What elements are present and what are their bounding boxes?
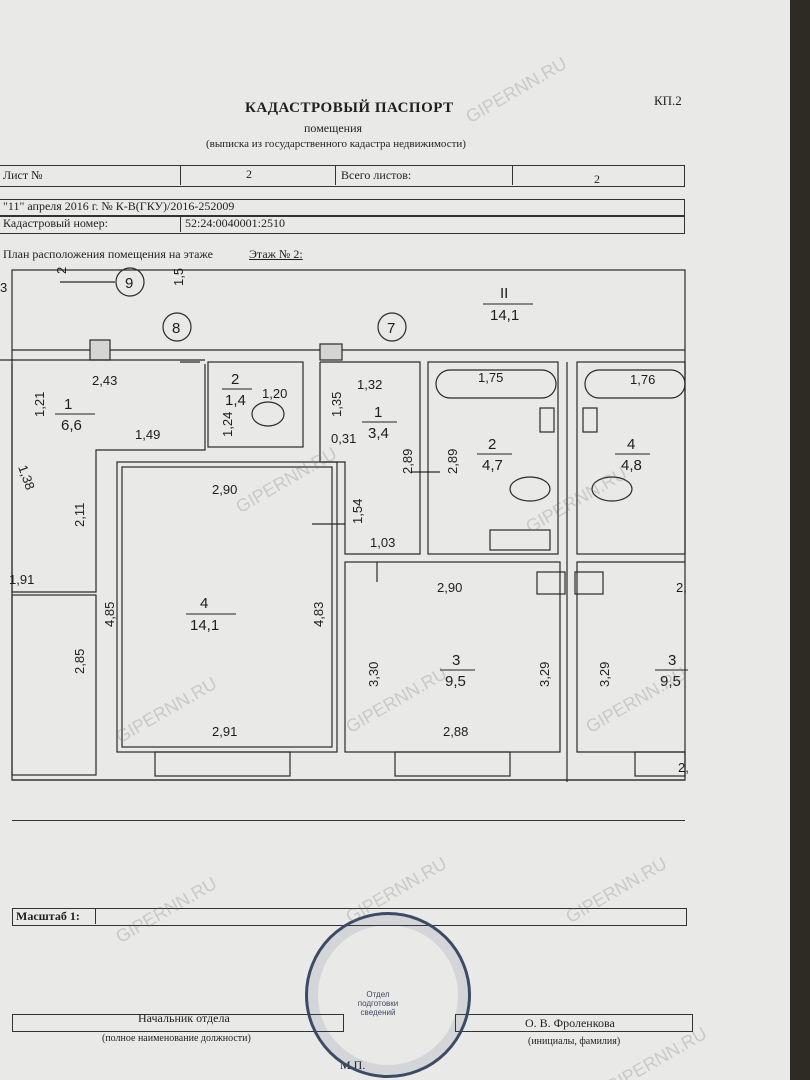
room-number: 3 bbox=[452, 652, 460, 669]
room-area: 4,7 bbox=[482, 457, 503, 474]
dimension: 2,90 bbox=[437, 580, 462, 595]
dimension: 1,03 bbox=[370, 535, 395, 550]
document-title: КАДАСТРОВЫЙ ПАСПОРТ bbox=[245, 100, 454, 116]
dimension: 2 bbox=[54, 267, 69, 274]
floor-plan-drawing: 9 8 7 II 14,1 1 6,6 2 1,4 1 3,4 2 4,7 bbox=[0, 267, 689, 782]
divider bbox=[95, 908, 96, 924]
cadastral-row bbox=[0, 215, 685, 234]
position-caption: (полное наименование должности) bbox=[102, 1033, 251, 1044]
divider bbox=[512, 165, 513, 185]
dimension: 1,24 bbox=[220, 412, 235, 437]
dimension: 1,91 bbox=[9, 572, 34, 587]
position-value: Начальник отдела bbox=[138, 1011, 230, 1025]
official-seal bbox=[305, 912, 471, 1078]
dimension: 2,43 bbox=[92, 373, 117, 388]
room-number: 4 bbox=[200, 595, 208, 612]
dimension: 2,90 bbox=[212, 482, 237, 497]
room-number: 2 bbox=[488, 436, 496, 453]
room-area: 1,4 bbox=[225, 392, 246, 409]
room-number: 3 bbox=[668, 652, 676, 669]
background-edge bbox=[790, 0, 810, 1080]
room-area: 3,4 bbox=[368, 425, 389, 442]
dimension: 1,21 bbox=[32, 392, 47, 417]
dimension: 2,88 bbox=[443, 724, 468, 739]
dimension: 2,85 bbox=[72, 649, 87, 674]
total-sheets-label: Всего листов: bbox=[341, 168, 412, 182]
dimension: 4,83 bbox=[311, 602, 326, 627]
room-area: 14,1 bbox=[490, 307, 519, 324]
sheet-number: 2 bbox=[246, 167, 252, 181]
floor-plan: 9 8 7 II 14,1 1 6,6 2 1,4 1 3,4 2 4,7 bbox=[0, 262, 690, 822]
room-area: 9,5 bbox=[660, 673, 681, 690]
dimension: 1,20 bbox=[262, 386, 287, 401]
document-note: (выписка из государственного кадастра не… bbox=[206, 138, 466, 150]
circle-label-7: 7 bbox=[387, 320, 395, 337]
dimension: 3,29 bbox=[537, 662, 552, 687]
sheet-row bbox=[0, 165, 685, 187]
sheet-label: Лист № bbox=[3, 168, 43, 182]
dimension: 3 bbox=[0, 280, 7, 295]
divider bbox=[180, 215, 181, 232]
record-date-number: "11" апреля 2016 г. № К-В(ГКУ)/2016-2520… bbox=[3, 199, 235, 213]
dimension: 1,35 bbox=[329, 392, 344, 417]
circle-label-8: 8 bbox=[172, 320, 180, 337]
document-subtitle: помещения bbox=[304, 121, 363, 135]
room-area: 4,8 bbox=[621, 457, 642, 474]
dimension: 2, bbox=[678, 760, 689, 775]
page-code: КП.2 bbox=[654, 93, 682, 108]
dimension: 4,85 bbox=[102, 602, 117, 627]
room-number: 1 bbox=[374, 404, 382, 421]
divider bbox=[180, 165, 181, 185]
dimension: 2, bbox=[676, 580, 687, 595]
dimension: 2,91 bbox=[212, 724, 237, 739]
room-number: 4 bbox=[627, 436, 635, 453]
scale-label: Масштаб 1: bbox=[16, 909, 80, 923]
dimension: 3,29 bbox=[597, 662, 612, 687]
room-number: 1 bbox=[64, 396, 72, 413]
document-page: КП.2 КАДАСТРОВЫЙ ПАСПОРТ помещения (выпи… bbox=[0, 0, 790, 1080]
name-caption: (инициалы, фамилия) bbox=[528, 1036, 621, 1047]
room-number: II bbox=[500, 285, 508, 302]
dimension: 1,32 bbox=[357, 377, 382, 392]
dimension: 1,75 bbox=[478, 370, 503, 385]
circle-label-9: 9 bbox=[125, 275, 133, 292]
dimension: 0,31 bbox=[331, 431, 356, 446]
dimension: 3,30 bbox=[366, 662, 381, 687]
plan-floor: Этаж № 2: bbox=[249, 247, 303, 261]
plan-caption: План расположения помещения на этаже bbox=[3, 247, 213, 261]
dimension: 2,11 bbox=[72, 503, 87, 527]
room-number: 2 bbox=[231, 371, 239, 388]
room-area: 14,1 bbox=[190, 617, 219, 634]
room-area: 9,5 bbox=[445, 673, 466, 690]
room-area: 6,6 bbox=[61, 417, 82, 434]
scale-row bbox=[12, 820, 685, 821]
seal-text: Отдел подготовки сведений bbox=[357, 990, 399, 1017]
dimension: 1,54 bbox=[350, 499, 365, 524]
cadastral-number-value: 52:24:0040001:2510 bbox=[185, 216, 286, 230]
divider bbox=[335, 165, 336, 185]
dimension: 1,76 bbox=[630, 372, 655, 387]
dimension: 1,38 bbox=[15, 463, 38, 492]
dimension: 2,89 bbox=[445, 449, 460, 474]
dimension: 1,5 bbox=[171, 268, 186, 286]
record-row bbox=[0, 199, 685, 217]
dimension: 2,89 bbox=[400, 449, 415, 474]
cadastral-number-label: Кадастровый номер: bbox=[3, 216, 108, 230]
watermark: GIPERNN.RU bbox=[462, 53, 571, 127]
dimension: 1,49 bbox=[135, 427, 160, 442]
name-value: О. В. Фроленкова bbox=[525, 1016, 615, 1030]
total-sheets-number: 2 bbox=[594, 172, 600, 186]
